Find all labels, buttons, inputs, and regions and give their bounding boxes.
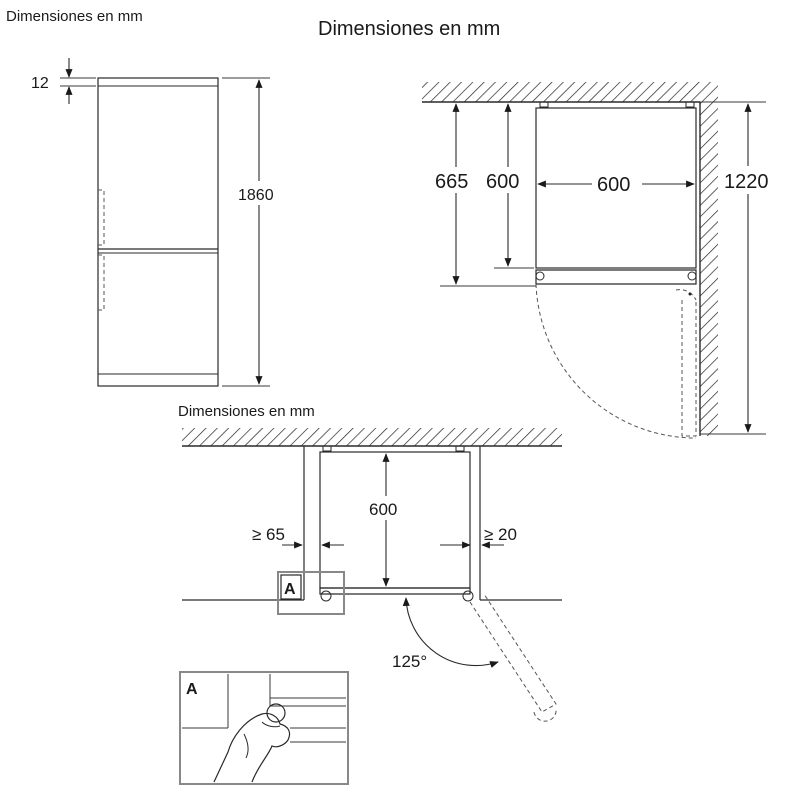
dim-label-door-angle: 125° [392,652,427,671]
dim-label-depth-total: 665 [435,171,468,193]
bottom-title: Dimensiones en mm [178,403,315,420]
door-swing-arc [535,283,697,439]
fridge-body-top [535,107,697,269]
top-left-title: Dimensiones en mm [6,8,143,25]
detail-a: A [179,671,349,785]
niche-view: 600 ≥ 65 ≥ 20 125° A [182,428,562,722]
dim-label-clearance: 1220 [724,171,769,193]
door-top [535,269,697,285]
side-wall [700,102,718,436]
callout-frame [277,571,345,615]
grommet-icon [266,703,286,723]
dim-label-niche-depth: 600 [369,500,397,519]
top-view: 665 600 600 1220 [422,82,778,439]
main-title: Dimensiones en mm [318,18,500,40]
back-wall [422,82,718,102]
callout-label: A [284,581,296,598]
dim-label-right-gap: ≥ 20 [484,525,517,544]
dim-label-left-gap: ≥ 65 [252,525,285,544]
dim-label-height: 1860 [238,187,274,204]
upper-handle [98,189,105,246]
fridge-body [97,77,219,387]
dim-label-depth-body: 600 [486,171,519,193]
hand-illustration [213,712,291,783]
dim-label-top-gap: 12 [31,75,49,92]
detail-label: A [186,681,198,698]
ceiling-wall [182,428,562,446]
front-view: 12 1860 [31,58,282,387]
door-open-125 [469,593,557,713]
dim-label-width: 600 [597,174,630,196]
lower-handle [98,254,105,311]
door-angle-arc [402,597,499,668]
door-niche [319,587,471,595]
